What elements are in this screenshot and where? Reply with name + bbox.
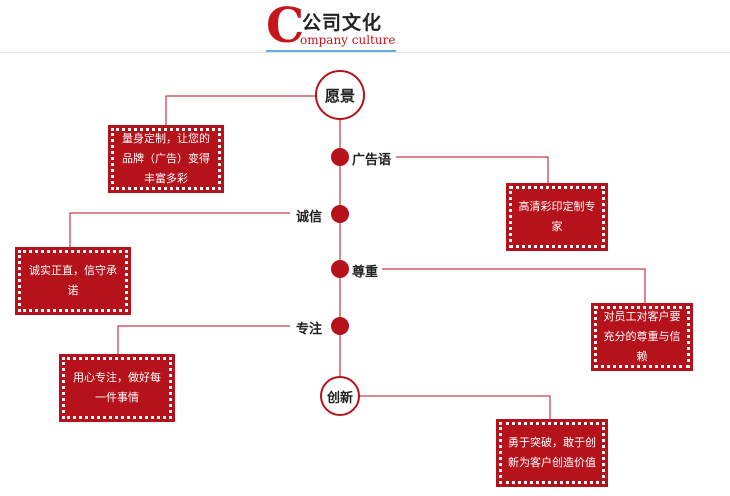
title-underline (266, 50, 396, 53)
header-divider (0, 52, 730, 53)
integrity-dot (331, 205, 349, 223)
innovation-node: 创新 (320, 376, 360, 416)
innovation-text-box: 勇于突破，敢于创新为客户创造价值 (496, 419, 608, 487)
respect-dot (331, 260, 349, 278)
logo-letter-c: C (266, 0, 305, 54)
slogan-label: 广告语 (352, 153, 392, 168)
vision-label: 愿景 (324, 86, 355, 105)
focus-text-box: 用心专注，做好每一件事情 (59, 354, 175, 422)
respect-label: 尊重 (352, 265, 379, 280)
vision-text-box: 量身定制，让您的品牌（广告）变得丰富多彩 (108, 125, 224, 193)
page-subtitle: ompany culture (300, 33, 396, 47)
integrity-text-box: 诚实正直，信守承诺 (15, 247, 131, 315)
page-header: C 公司文化 ompany culture (0, 0, 730, 54)
focus-dot (331, 317, 349, 335)
integrity-label: 诚信 (296, 210, 323, 225)
innovation-label: 创新 (326, 390, 353, 406)
respect-text-box: 对员工对客户要充分的尊重与信赖 (591, 303, 693, 371)
focus-label: 专注 (296, 322, 323, 337)
slogan-dot (331, 148, 349, 166)
page-title: 公司文化 (302, 12, 383, 34)
slogan-text-box: 高清彩印定制专家 (506, 183, 608, 251)
vision-node: 愿景 (315, 70, 365, 120)
